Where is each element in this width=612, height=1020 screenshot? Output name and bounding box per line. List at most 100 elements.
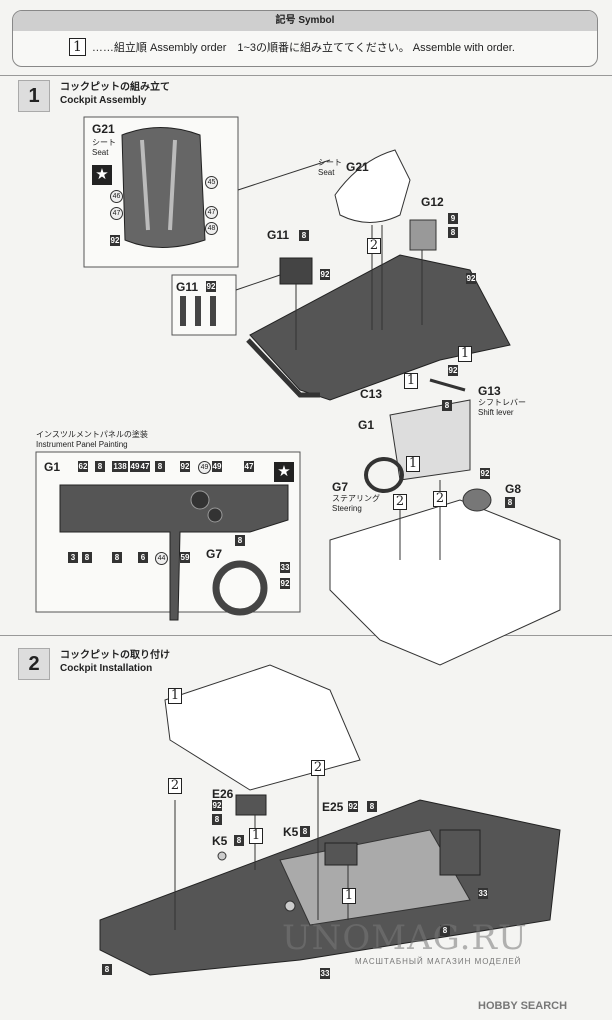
paint-code: 92 [212, 800, 222, 811]
paint-code: 49 [198, 461, 211, 474]
paint-code: 138 [112, 461, 128, 472]
part-label: G21 [346, 160, 369, 174]
paint-code: 8 [155, 461, 165, 472]
paint-code: 46 [110, 190, 123, 203]
paint-code: 8 [367, 801, 377, 812]
gauge [190, 490, 210, 510]
part-label: G1 [44, 460, 61, 474]
paint-code: 8 [505, 497, 515, 508]
assembly-order-number: 2 [311, 760, 325, 776]
seat-shape [121, 127, 206, 248]
paint-code: 8 [300, 826, 310, 837]
symbol-legend: 記号 Symbol 1 ……組立順 Assembly order 1~3の順番に… [12, 10, 598, 67]
part-label-en: Steering [332, 504, 362, 513]
paint-code: 92 [466, 273, 476, 284]
instrument-panel [59, 484, 289, 621]
paint-code: 8 [448, 227, 458, 238]
paint-code: 8 [112, 552, 122, 563]
part-label-en: Seat [92, 148, 109, 157]
divider [0, 635, 612, 636]
paint-code: 8 [299, 230, 309, 241]
step-title-en: Cockpit Assembly [60, 95, 147, 106]
leader-line [237, 159, 331, 191]
assembly-order-number: 2 [433, 491, 447, 507]
assembly-order-number: 2 [168, 778, 182, 794]
star-icon: ★ [274, 462, 294, 482]
part-label-en: Shift lever [478, 408, 514, 417]
paint-code: 8 [440, 925, 450, 936]
paint-code: 33 [320, 968, 330, 979]
part-label: C13 [360, 387, 383, 401]
frame-rail [246, 338, 320, 398]
part-label: G8 [505, 482, 522, 496]
paint-code: 9 [448, 213, 458, 224]
part-label: E26 [212, 787, 234, 801]
brand-label: HOBBY SEARCH [478, 1000, 568, 1012]
paint-code: 59 [180, 552, 190, 563]
paint-code: 6 [138, 552, 148, 563]
paint-code: 92 [206, 281, 216, 292]
paint-code: 48 [205, 222, 218, 235]
seat-belts [140, 139, 177, 231]
paint-code: 49 [212, 461, 222, 472]
part-label: G1 [358, 418, 375, 432]
paint-code: 47 [140, 461, 150, 472]
paint-code: 92 [448, 365, 458, 376]
paint-code: 47 [244, 461, 254, 472]
paint-code: 47 [110, 207, 123, 220]
seat-label-en: Seat [318, 168, 335, 177]
paint-code: 8 [95, 461, 105, 472]
part-label: G11 [267, 228, 290, 242]
cockpit-module [164, 664, 361, 791]
assembly-order-number: 1 [342, 888, 356, 904]
part-label: G12 [421, 195, 444, 209]
shift-lever [429, 378, 466, 392]
cockpit-tub [249, 254, 511, 401]
assembly-order-number: 2 [393, 494, 407, 510]
star-icon: ★ [92, 165, 112, 185]
paint-code: 8 [102, 964, 112, 975]
k5-washer [284, 900, 296, 912]
part-label-jp: ステアリング [332, 494, 380, 503]
step-title-en: Cockpit Installation [60, 663, 153, 674]
paint-code: 49 [130, 461, 140, 472]
part-label-jp: シート [92, 138, 116, 147]
part-label: G7 [206, 547, 223, 561]
paint-code: 8 [234, 835, 244, 846]
part-label-jp: シフトレバー [478, 398, 526, 407]
panel-title-jp: インスツルメントパネルの塗装 [36, 430, 148, 439]
seat-label-jp: シート [318, 158, 342, 167]
leader-line [235, 274, 281, 291]
divider [0, 75, 612, 76]
assembly-ref: 1 [168, 688, 182, 704]
g11-bar [180, 296, 186, 326]
steering-part [364, 457, 404, 493]
assembly-order-number: 1 [458, 346, 472, 362]
g8-part [462, 488, 492, 512]
assembly-order-number: 1 [249, 828, 263, 844]
steering-wheel [212, 560, 268, 616]
part-label: G11 [176, 280, 199, 294]
part-label: E25 [322, 800, 344, 814]
gauge [207, 507, 223, 523]
symbol-row: 1 ……組立順 Assembly order 1~3の順番に組み立ててください。… [69, 38, 515, 56]
paint-code: 92 [280, 578, 290, 589]
part-label: G13 [478, 384, 501, 398]
g11-bar [195, 296, 201, 326]
paint-code: 47 [205, 206, 218, 219]
step-number: 2 [18, 648, 50, 680]
assembly-order-number: 1 [404, 373, 418, 389]
e25-part [324, 842, 358, 866]
watermark: UNOMAG.RU [282, 918, 528, 958]
watermark-sub: МАСШТАБНЫЙ МАГАЗИН МОДЕЛЕЙ [355, 957, 522, 966]
e26-part [235, 794, 267, 816]
seat-part [334, 149, 411, 223]
rear-part [439, 829, 481, 876]
tub-assembly [329, 499, 561, 666]
g11-bar [210, 296, 216, 326]
k5-washer [217, 851, 227, 861]
symbol-header: 記号 Symbol [13, 11, 597, 31]
paint-code: 33 [478, 888, 488, 899]
g12-part [409, 219, 437, 251]
